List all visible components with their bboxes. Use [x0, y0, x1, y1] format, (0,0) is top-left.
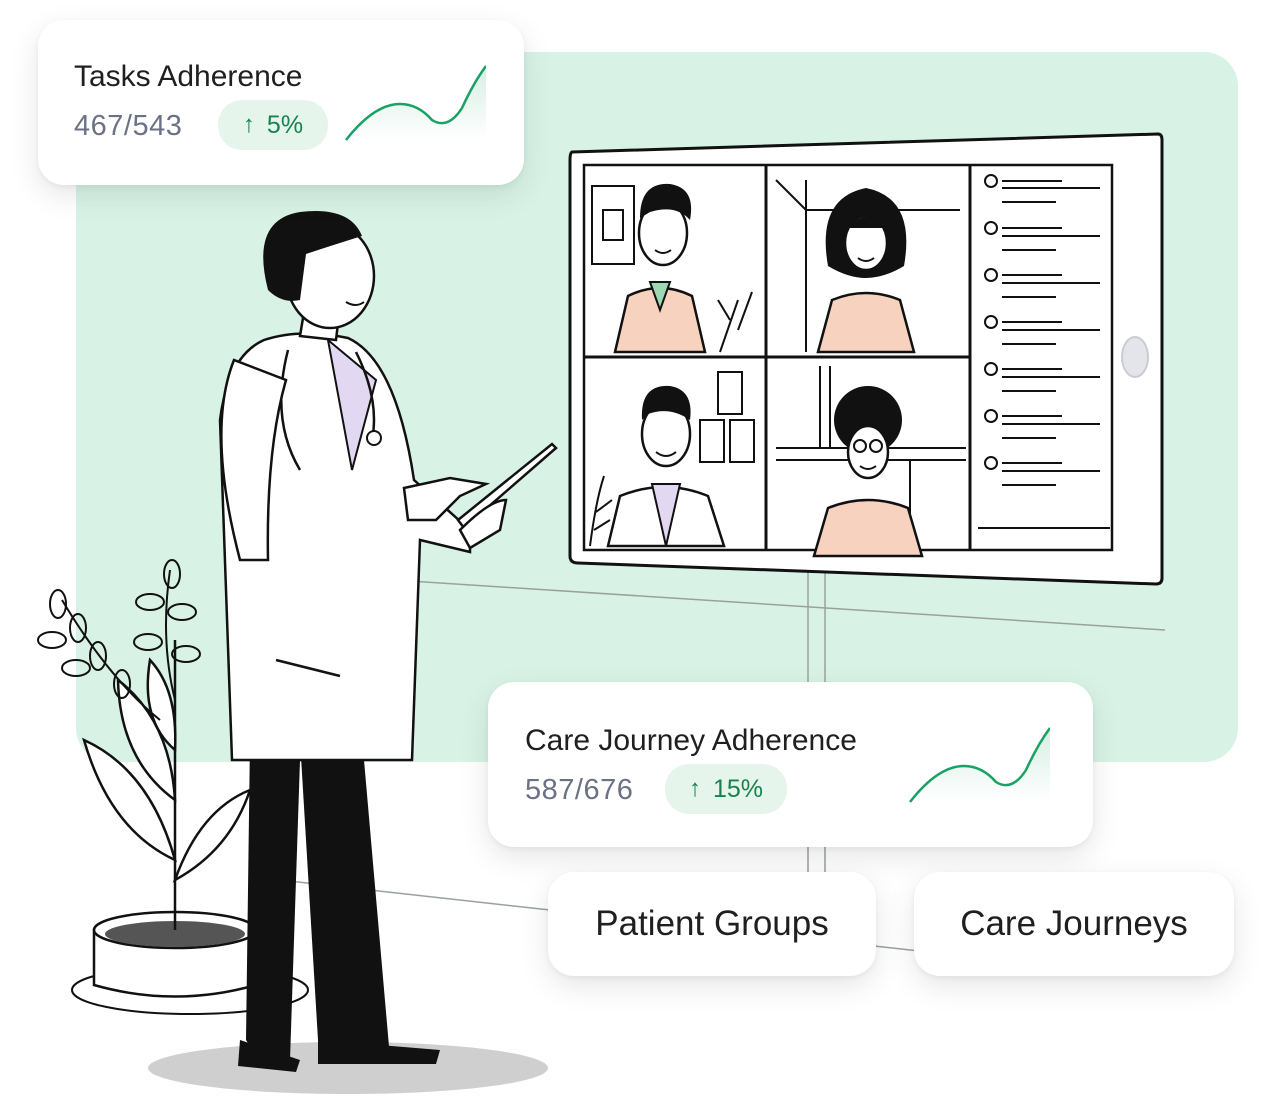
care-journey-adherence-value: 587/676	[525, 774, 634, 806]
tasks-sparkline-icon	[345, 65, 486, 141]
care-journeys-button[interactable]: Care Journeys	[914, 872, 1234, 976]
tasks-change-badge: ↑ 5%	[218, 100, 328, 150]
video-call-screen-icon	[568, 132, 1164, 586]
care-journey-change-badge: ↑ 15%	[665, 764, 787, 814]
tasks-adherence-title: Tasks Adherence	[74, 60, 303, 93]
participant-1-icon	[591, 183, 753, 354]
arrow-up-icon: ↑	[688, 775, 701, 802]
care-journey-sparkline-icon	[909, 727, 1050, 803]
participant-3-icon	[589, 371, 755, 548]
participant-list-icon	[984, 174, 1100, 486]
potted-plant-icon	[37, 559, 309, 1015]
tasks-adherence-card: Tasks Adherence 467/543 ↑ 5%	[38, 20, 524, 185]
participant-2-icon	[775, 179, 960, 354]
care-journey-change-value: 15%	[712, 774, 764, 803]
tasks-change-value: 5%	[266, 110, 304, 139]
arrow-up-icon: ↑	[242, 111, 255, 138]
care-journey-adherence-card: Care Journey Adherence 587/676 ↑ 15%	[488, 682, 1093, 847]
care-journey-adherence-title: Care Journey Adherence	[525, 724, 857, 757]
participant-4-icon	[776, 366, 966, 558]
patient-groups-button[interactable]: Patient Groups	[548, 872, 876, 976]
doctor-icon	[148, 211, 558, 1094]
tasks-adherence-value: 467/543	[74, 110, 183, 142]
